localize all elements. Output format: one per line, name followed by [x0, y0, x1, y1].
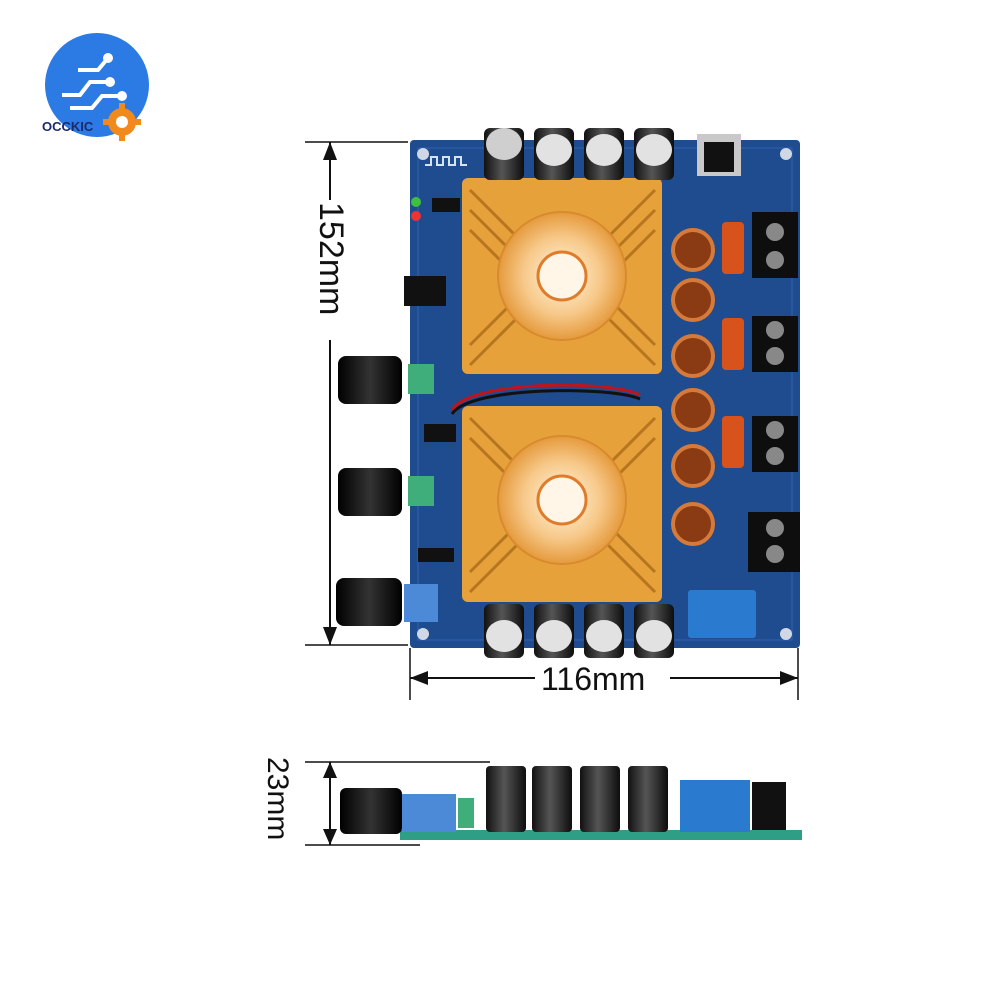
capacitors-bottom	[484, 604, 674, 658]
relay	[688, 590, 756, 638]
knob-3	[336, 578, 402, 626]
amplifier-board-side-view	[340, 766, 802, 840]
gear-icon	[103, 103, 141, 141]
width-label: 116mm	[541, 661, 645, 697]
volume-knobs	[336, 356, 402, 626]
knob-1	[338, 356, 402, 404]
audio-jack	[404, 276, 446, 306]
heatsink-bottom	[462, 406, 662, 602]
height-label: 152mm	[312, 202, 350, 315]
inductors	[671, 228, 715, 546]
width-dimension: 116mm	[409, 648, 799, 700]
terminal-blocks	[748, 212, 800, 572]
knob-2	[338, 468, 402, 516]
heatsink-top	[462, 178, 662, 374]
logo-text: OCCKIC	[42, 119, 94, 134]
brand-logo: OCCKIC	[42, 33, 149, 141]
thickness-label: 23mm	[261, 757, 294, 840]
thickness-dimension: 23mm	[261, 757, 490, 846]
amplifier-board-top-view	[404, 128, 800, 658]
height-dimension: 152mm	[305, 141, 408, 646]
capacitors-top	[484, 128, 674, 180]
side-knob	[340, 788, 402, 834]
film-capacitors	[722, 222, 744, 468]
